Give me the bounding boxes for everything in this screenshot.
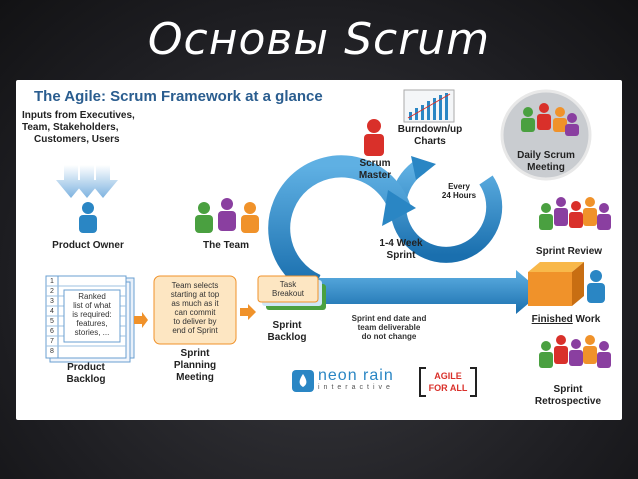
product-backlog-icon — [45, 275, 148, 363]
finished-work-label: Finished Work — [531, 314, 601, 325]
scrum-diagram-panel: The Agile: Scrum Framework at a glance — [16, 80, 622, 420]
product-owner-icon — [79, 202, 97, 233]
team-icon — [195, 198, 259, 233]
task-breakout-icon — [257, 275, 326, 310]
product-owner-label: Product Owner — [52, 240, 124, 251]
finished-work-icon — [528, 262, 605, 306]
neon-rain-logo-text: neon rain interactive — [318, 367, 394, 392]
scrum-master-icon — [364, 119, 384, 156]
inputs-label: Inputs from Executives,Team, Stakeholder… — [22, 110, 135, 145]
input-funnel-arrows — [56, 165, 118, 198]
the-team-label: The Team — [203, 240, 249, 251]
slide-title: Основы Scrum — [147, 14, 491, 65]
neon-rain-logo-icon — [292, 370, 314, 392]
sprint-planning-box — [153, 275, 256, 345]
sprint-review-icon — [539, 197, 611, 230]
burndown-chart-icon — [403, 89, 455, 123]
sprint-review-label: Sprint Review — [535, 246, 603, 257]
sprint-retrospective-icon — [539, 335, 611, 368]
daily-scrum-icon — [500, 89, 592, 181]
sprint-cycle-arrow — [266, 155, 542, 314]
diagram-title: The Agile: Scrum Framework at a glance — [34, 88, 323, 105]
diagram-graphics — [45, 89, 611, 397]
agile-for-all-logo-icon — [419, 367, 477, 397]
